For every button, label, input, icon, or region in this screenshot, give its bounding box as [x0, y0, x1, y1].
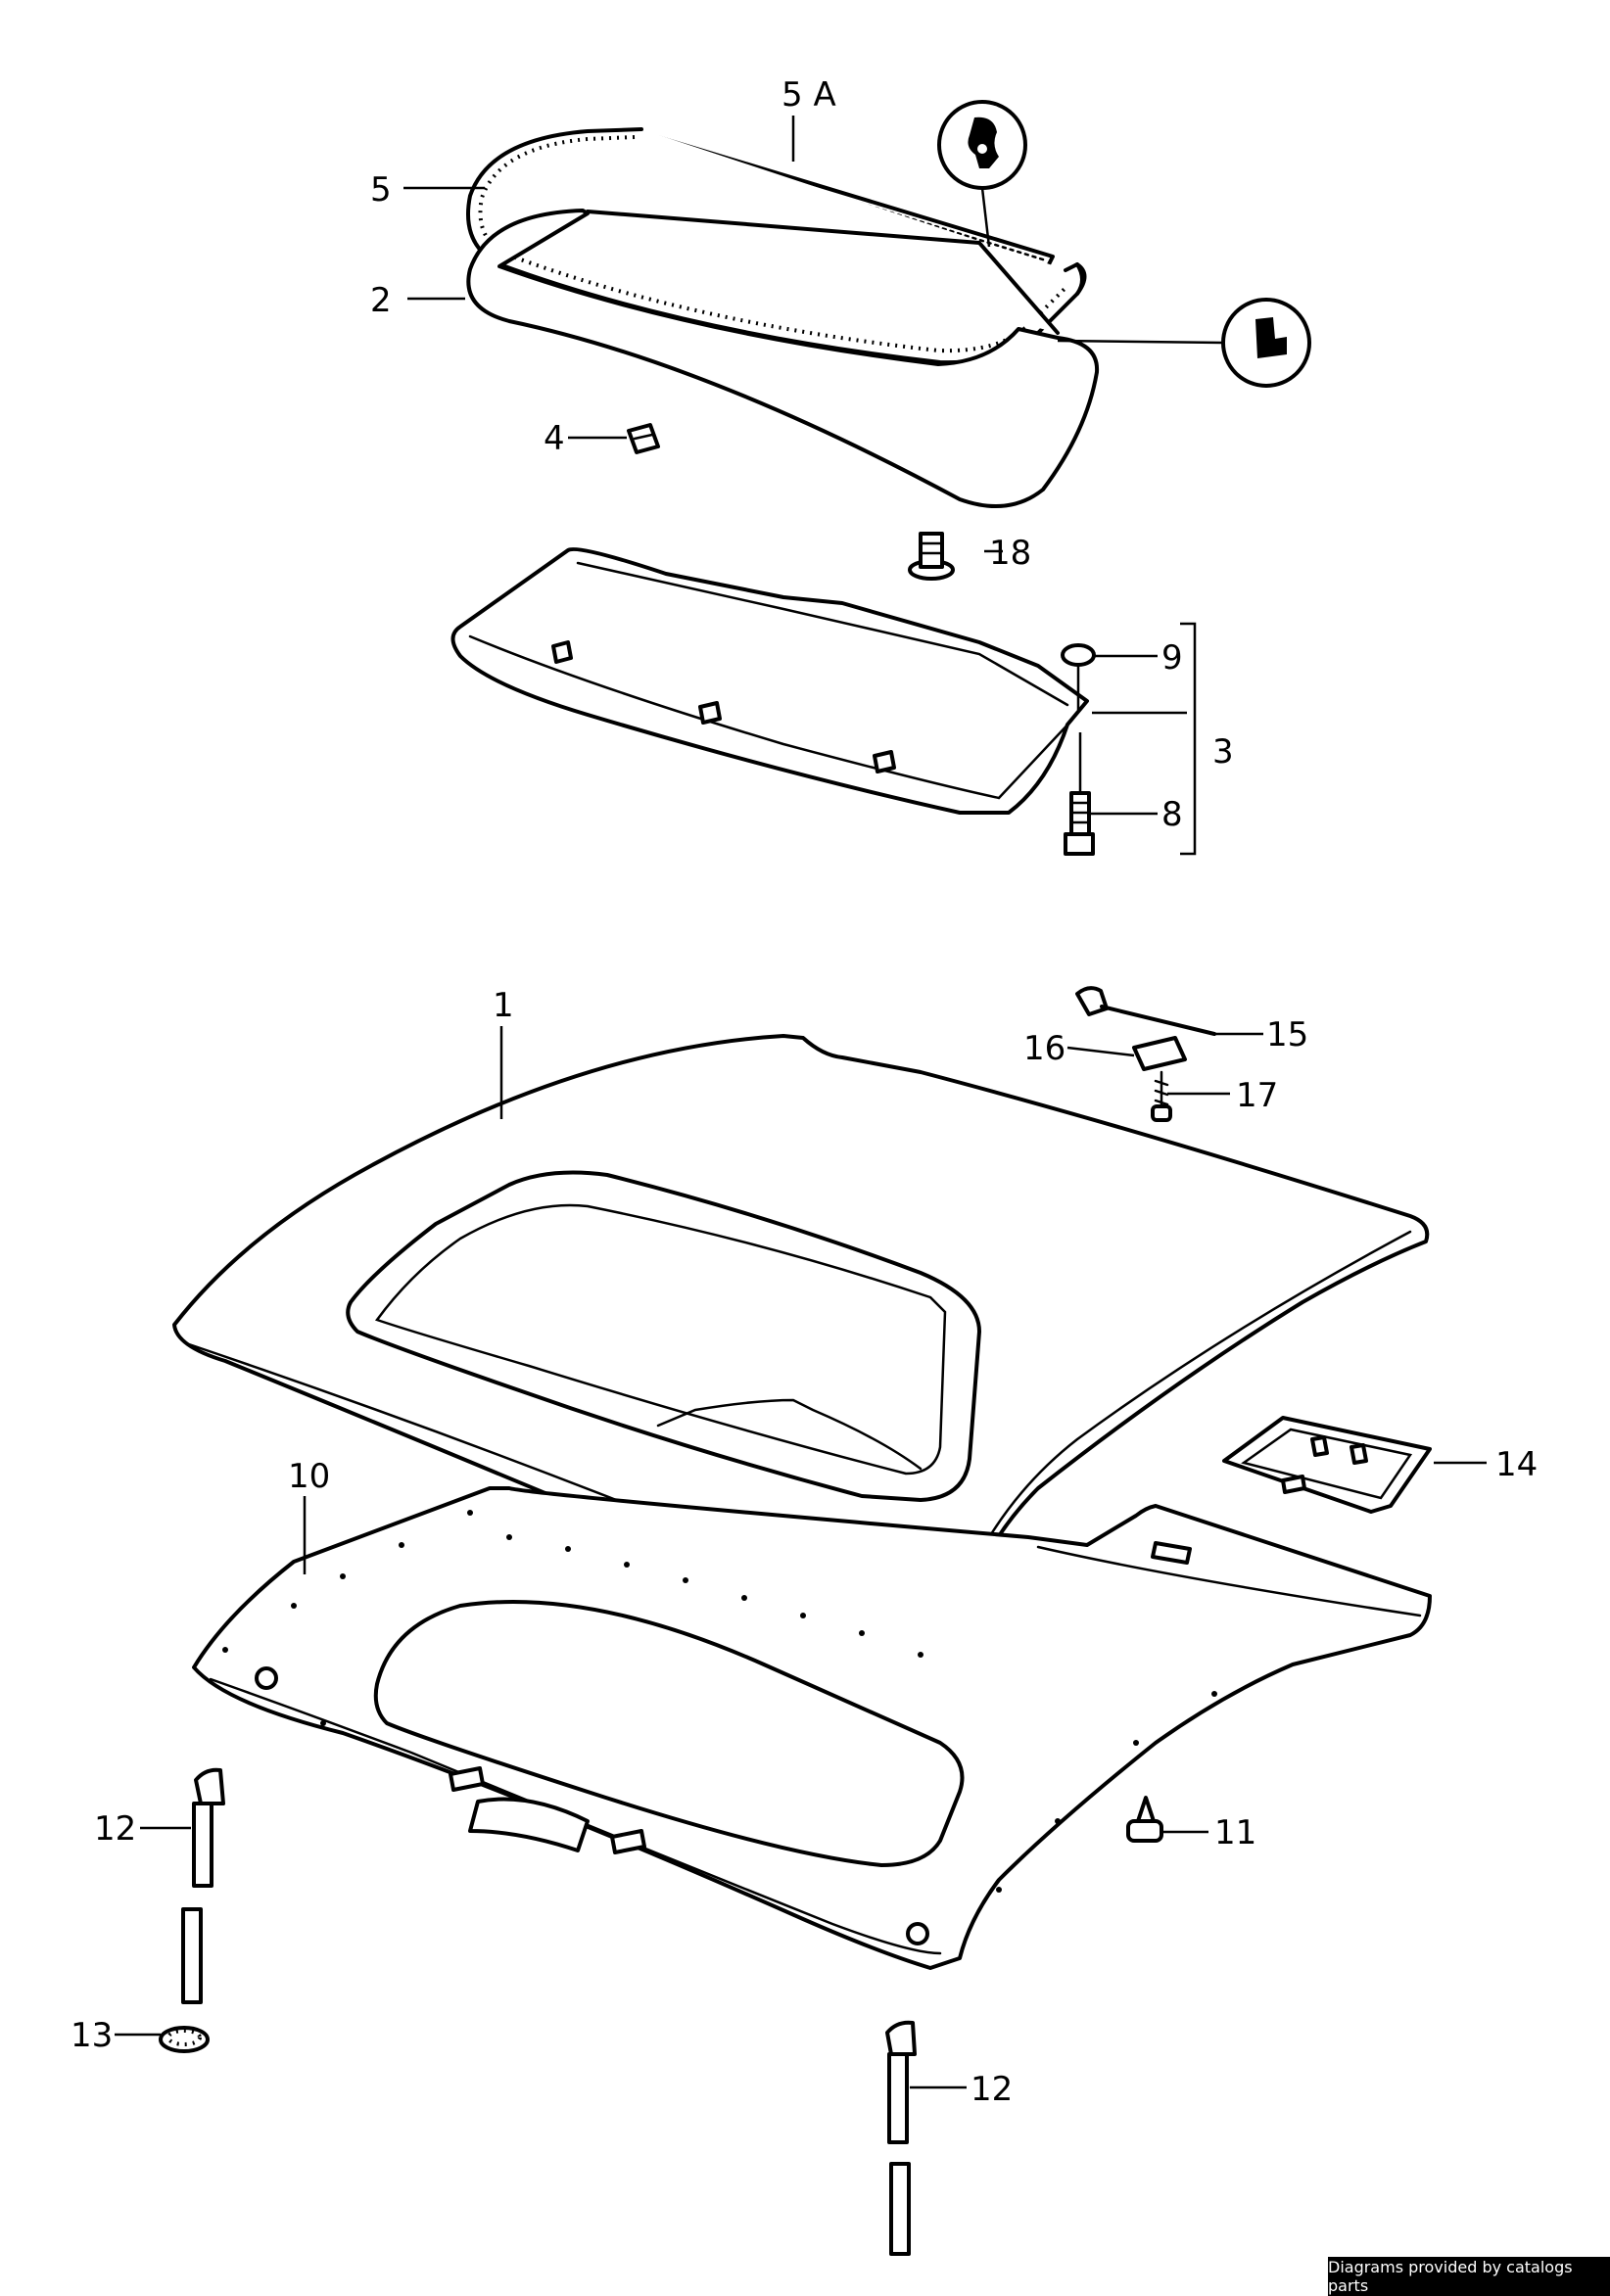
diagram-credit-text: Diagrams provided by catalogs parts [1328, 2258, 1573, 2295]
part-12-left-rod [181, 1767, 225, 2004]
callout-15: 15 [1266, 1015, 1308, 1054]
part-11-clip [1126, 1796, 1163, 1843]
detail-circle-upper [937, 100, 1027, 248]
part-13-grommet [159, 2026, 210, 2053]
callout-1: 1 [493, 986, 514, 1025]
bracket-part-3 [1180, 622, 1197, 856]
part-18-screw [908, 532, 955, 581]
part-3-inner-frame [450, 547, 1089, 815]
callout-8: 8 [1161, 795, 1183, 834]
callout-9: 9 [1161, 638, 1183, 678]
part-12-right-rod [885, 2020, 917, 2256]
callout-3: 3 [1212, 732, 1234, 772]
callout-12-left: 12 [94, 1809, 136, 1849]
part-10-headliner [192, 1486, 1432, 1970]
callout-2: 2 [370, 281, 392, 320]
part-15-rod [1075, 986, 1216, 1036]
callout-4: 4 [544, 419, 565, 458]
detail-circle-lower [1057, 298, 1311, 388]
callout-5: 5 [370, 170, 392, 210]
callout-labels: 5 A 5 2 4 18 9 3 8 1 15 16 17 10 14 12 1… [71, 75, 1538, 2109]
part-9-nut [1061, 643, 1096, 710]
callout-16: 16 [1023, 1029, 1065, 1068]
callout-17: 17 [1236, 1076, 1278, 1115]
callout-12-right: 12 [971, 2070, 1013, 2109]
callout-11: 11 [1214, 1813, 1256, 1852]
part-17-screw [1151, 1070, 1172, 1122]
part-4-clip [627, 423, 660, 454]
callout-10: 10 [288, 1457, 330, 1496]
headliner-dots [222, 1510, 1217, 1893]
callout-13: 13 [71, 2016, 113, 2055]
leader-lines [115, 116, 1487, 2089]
callout-14: 14 [1495, 1445, 1538, 1484]
diagram-credit-banner: Diagrams provided by catalogs parts [1328, 2257, 1610, 2296]
part-2-glass-panel [466, 209, 1100, 509]
callout-18: 18 [989, 534, 1031, 573]
part-16-bracket [1132, 1036, 1187, 1071]
part-8-bolt [1064, 732, 1095, 856]
callout-5a: 5 A [781, 75, 836, 115]
part-14-lamp-housing [1222, 1416, 1432, 1514]
